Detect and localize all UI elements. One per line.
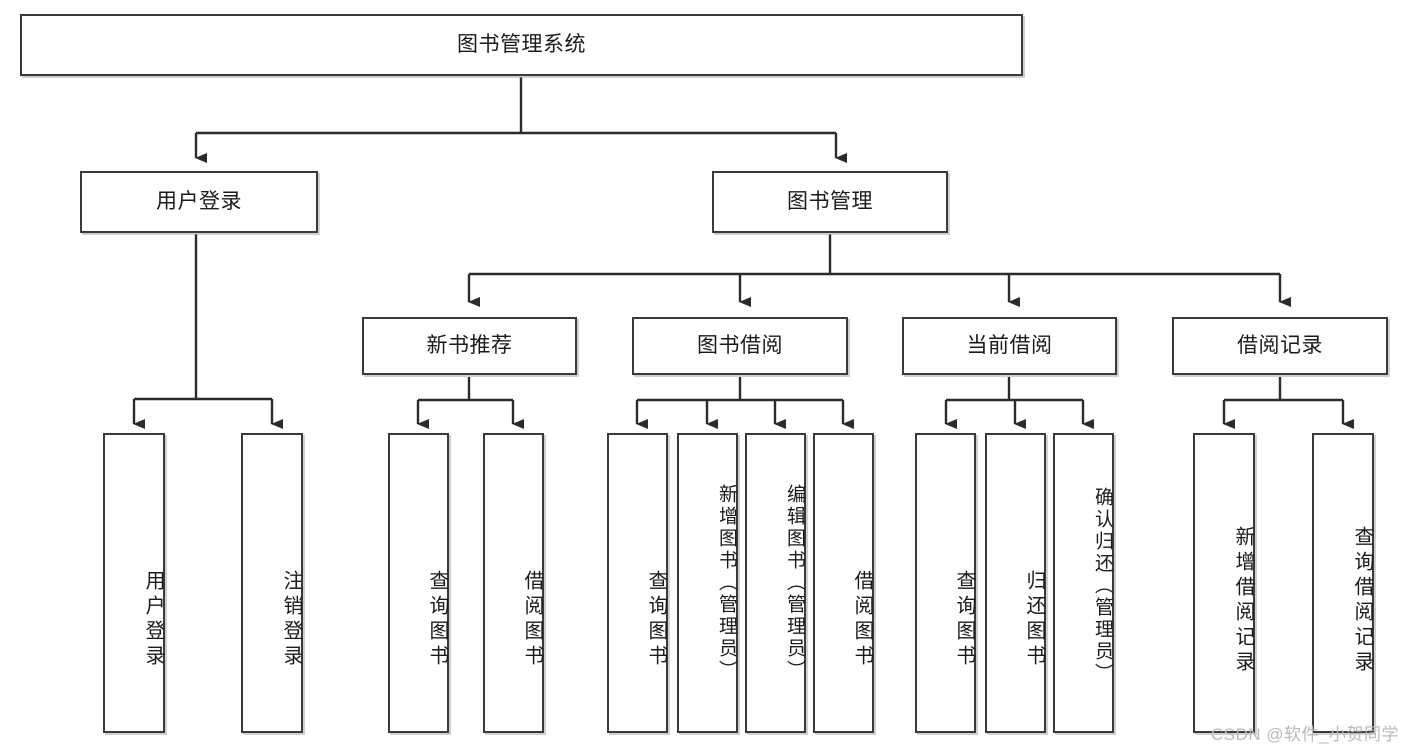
node-current-borrow[interactable]: 当前借阅 <box>902 317 1117 375</box>
node-label: 用户登录 <box>142 570 164 670</box>
node-root-system[interactable]: 图书管理系统 <box>20 14 1023 76</box>
csdn-watermark: CSDN @软件_小贺同学 <box>1210 725 1399 744</box>
leaf-current-query-book[interactable]: 查询图书 <box>915 433 976 733</box>
leaf-user-login-login[interactable]: 用户登录 <box>103 433 165 733</box>
node-label: 图书管理 <box>787 190 873 214</box>
leaf-current-return-book[interactable]: 归还图书 <box>985 433 1046 733</box>
node-label: 新书推荐 <box>426 334 513 358</box>
node-label: 用户登录 <box>156 190 242 214</box>
node-label: 图书管理系统 <box>457 33 586 57</box>
node-label: 新增借阅记录 <box>1232 526 1254 676</box>
leaf-borrow-borrow-book[interactable]: 借阅图书 <box>813 433 874 733</box>
node-label: 借阅图书 <box>521 570 543 670</box>
node-label: 编辑图书（管理员） <box>784 484 805 682</box>
leaf-user-login-logout[interactable]: 注销登录 <box>241 433 303 733</box>
node-label: 图书借阅 <box>697 334 783 358</box>
leaf-borrow-query-book[interactable]: 查询图书 <box>607 433 668 733</box>
node-label: 注销登录 <box>280 570 302 670</box>
leaf-recommend-borrow-book[interactable]: 借阅图书 <box>483 433 544 733</box>
leaf-borrow-add-book-admin[interactable]: 新增图书（管理员） <box>677 433 738 733</box>
node-label: 借阅记录 <box>1237 334 1323 358</box>
node-book-management[interactable]: 图书管理 <box>712 171 948 233</box>
node-label: 新增图书（管理员） <box>716 484 737 682</box>
leaf-borrow-edit-book-admin[interactable]: 编辑图书（管理员） <box>745 433 806 733</box>
node-user-login[interactable]: 用户登录 <box>80 171 318 233</box>
node-label: 当前借阅 <box>966 334 1053 358</box>
node-label: 确认归还（管理员） <box>1092 487 1113 685</box>
node-label: 查询图书 <box>953 570 975 670</box>
node-label: 归还图书 <box>1023 570 1045 670</box>
leaf-recommend-query-book[interactable]: 查询图书 <box>388 433 449 733</box>
node-borrow-record[interactable]: 借阅记录 <box>1172 317 1388 375</box>
node-new-book-recommend[interactable]: 新书推荐 <box>362 317 577 375</box>
node-label: 查询图书 <box>426 570 448 670</box>
node-label: 查询借阅记录 <box>1351 526 1373 676</box>
node-book-borrow[interactable]: 图书借阅 <box>632 317 848 375</box>
leaf-record-query-record[interactable]: 查询借阅记录 <box>1312 433 1374 733</box>
node-label: 查询图书 <box>645 570 667 670</box>
node-label: 借阅图书 <box>851 570 873 670</box>
leaf-current-confirm-return-admin[interactable]: 确认归还（管理员） <box>1053 433 1114 733</box>
leaf-record-add-record[interactable]: 新增借阅记录 <box>1193 433 1255 733</box>
